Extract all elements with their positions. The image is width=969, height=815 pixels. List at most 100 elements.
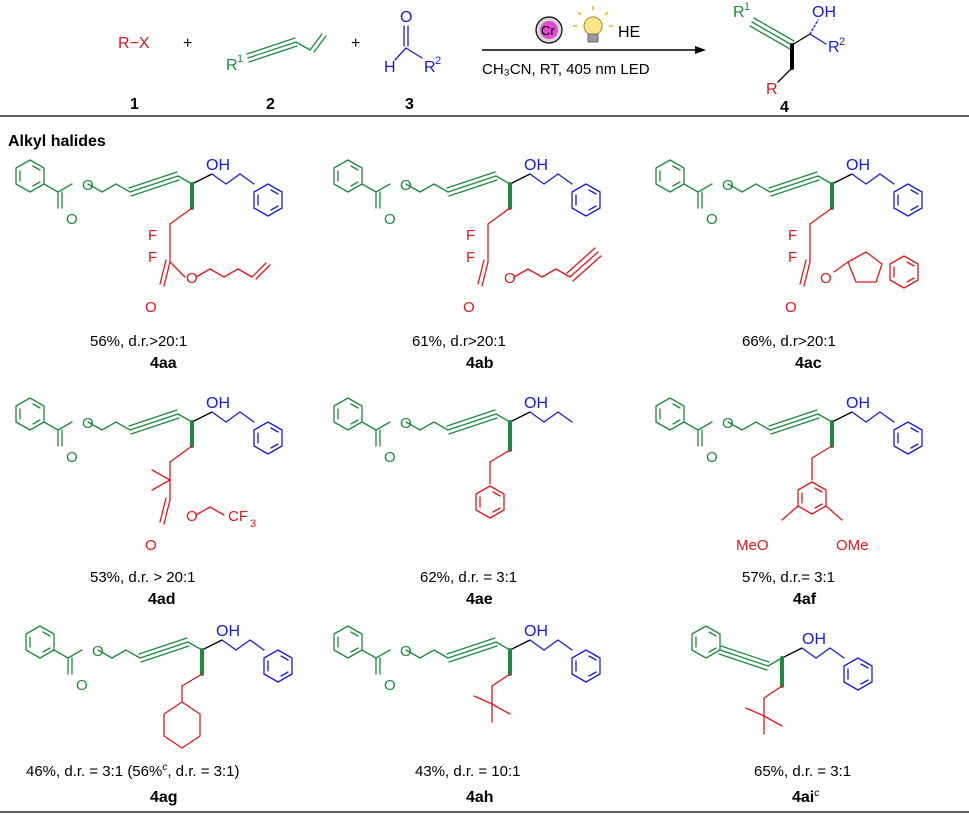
label-4aa: 4aa	[150, 355, 177, 372]
structure-4ac: O O OH F F O O	[656, 157, 922, 316]
reagent-3-r-sup: 2	[435, 55, 441, 67]
reagent-3-r: R	[424, 59, 436, 76]
structure-4ag: O O OH	[26, 623, 292, 749]
reagent-2-r: R	[226, 57, 238, 74]
svg-text:OH: OH	[524, 157, 548, 174]
svg-text:O: O	[82, 177, 94, 194]
svg-text:O: O	[66, 449, 78, 466]
section-title: Alkyl halides	[8, 133, 106, 150]
catalyst-label: Cr	[541, 23, 555, 38]
structure-4ab: O O OH F F O O	[334, 157, 602, 316]
svg-text:O: O	[92, 643, 104, 660]
label-4: 4	[780, 99, 789, 116]
label-2: 2	[266, 96, 275, 113]
svg-text:O: O	[384, 677, 396, 694]
label-3: 3	[405, 96, 414, 113]
svg-text:OH: OH	[846, 395, 870, 412]
label-4ae: 4ae	[466, 591, 493, 608]
yield-4ae: 62%, d.r. = 3:1	[420, 569, 517, 586]
product-r2-sup: 2	[839, 36, 845, 48]
svg-text:F: F	[466, 227, 475, 244]
svg-text:MeO: MeO	[736, 537, 769, 554]
svg-text:O: O	[785, 299, 797, 316]
svg-text:O: O	[400, 643, 412, 660]
svg-text:CF: CF	[228, 508, 248, 525]
svg-text:OH: OH	[206, 157, 230, 174]
label-4ad: 4ad	[148, 591, 176, 608]
svg-text:F: F	[788, 249, 797, 266]
svg-text:O: O	[400, 177, 412, 194]
reagent-2-r-sup: 1	[237, 53, 243, 65]
svg-text:O: O	[463, 299, 475, 316]
svg-text:O: O	[722, 415, 734, 432]
label-4ah: 4ah	[466, 789, 494, 806]
structure-4ae: O O OH	[333, 395, 573, 519]
reagent-3-structure: O H R 2	[384, 9, 441, 76]
svg-text:OH: OH	[206, 395, 230, 412]
structure-4ah: O O OH	[334, 623, 600, 723]
structure-4aa: O O OH F F O O	[16, 157, 282, 316]
svg-text:OH: OH	[802, 631, 826, 648]
svg-text:O: O	[82, 415, 94, 432]
reagent-1-formula: R−X	[118, 35, 150, 52]
product-r1: R	[733, 4, 745, 21]
yield-4ah: 43%, d.r. = 10:1	[415, 763, 521, 780]
yield-4ad: 53%, d.r. > 20:1	[90, 569, 196, 586]
svg-text:O: O	[76, 677, 88, 694]
label-4ai: 4aic	[792, 788, 819, 806]
yield-4ai: 65%, d.r. = 3:1	[754, 763, 851, 780]
product-r2: R	[828, 39, 840, 56]
label-4af: 4af	[793, 591, 817, 608]
svg-text:F: F	[148, 227, 157, 244]
reaction-arrow	[482, 46, 706, 54]
svg-text:F: F	[148, 249, 157, 266]
svg-text:OMe: OMe	[836, 537, 869, 554]
yield-4aa: 56%, d.r.>20:1	[90, 333, 187, 350]
lightbulb-icon	[573, 6, 613, 43]
conditions-text: CH₃CN, RT, 405 nm LED	[482, 61, 650, 78]
plus-sign-2: +	[351, 35, 360, 52]
svg-text:3: 3	[250, 518, 256, 530]
yield-4ac: 66%, d.r>20:1	[742, 333, 836, 350]
svg-text:O: O	[66, 211, 78, 228]
svg-text:O: O	[820, 270, 832, 287]
product-r1-sup: 1	[744, 1, 750, 13]
product-oh: OH	[812, 4, 836, 21]
svg-text:O: O	[706, 449, 718, 466]
svg-text:OH: OH	[846, 157, 870, 174]
label-4ag: 4ag	[150, 789, 178, 806]
svg-text:OH: OH	[216, 623, 240, 640]
svg-text:O: O	[722, 177, 734, 194]
svg-text:F: F	[466, 249, 475, 266]
yield-4ab: 61%, d.r>20:1	[412, 333, 506, 350]
svg-text:O: O	[400, 415, 412, 432]
yield-4af: 57%, d.r.= 3:1	[742, 569, 835, 586]
product-structure: R 1 OH R 2 R	[733, 1, 845, 98]
svg-text:O: O	[384, 211, 396, 228]
label-1: 1	[130, 96, 139, 113]
label-4ab: 4ab	[466, 355, 494, 372]
plus-sign-1: +	[183, 35, 192, 52]
product-r: R	[766, 81, 778, 98]
structure-4ai: OH	[691, 625, 873, 735]
svg-text:O: O	[186, 270, 198, 287]
svg-text:O: O	[186, 508, 198, 525]
svg-text:O: O	[145, 537, 157, 554]
reagent-3-h: H	[384, 59, 396, 76]
structure-4af: O O OH MeO OMe	[656, 395, 922, 554]
svg-text:O: O	[145, 299, 157, 316]
cr-catalyst-icon: Cr	[535, 16, 563, 44]
svg-text:O: O	[504, 270, 516, 287]
svg-text:F: F	[788, 227, 797, 244]
svg-text:O: O	[706, 211, 718, 228]
yield-4ag: 46%, d.r. = 3:1 (56%c, d.r. = 3:1)	[26, 762, 239, 780]
label-4ac: 4ac	[795, 355, 822, 372]
additive-label: HE	[618, 24, 640, 41]
reagent-2-structure: R 1	[226, 33, 327, 74]
svg-text:OH: OH	[524, 623, 548, 640]
reagent-3-o: O	[400, 9, 412, 26]
svg-text:OH: OH	[524, 395, 548, 412]
structure-4ad: O O OH O O CF 3	[16, 395, 282, 554]
svg-text:O: O	[384, 449, 396, 466]
